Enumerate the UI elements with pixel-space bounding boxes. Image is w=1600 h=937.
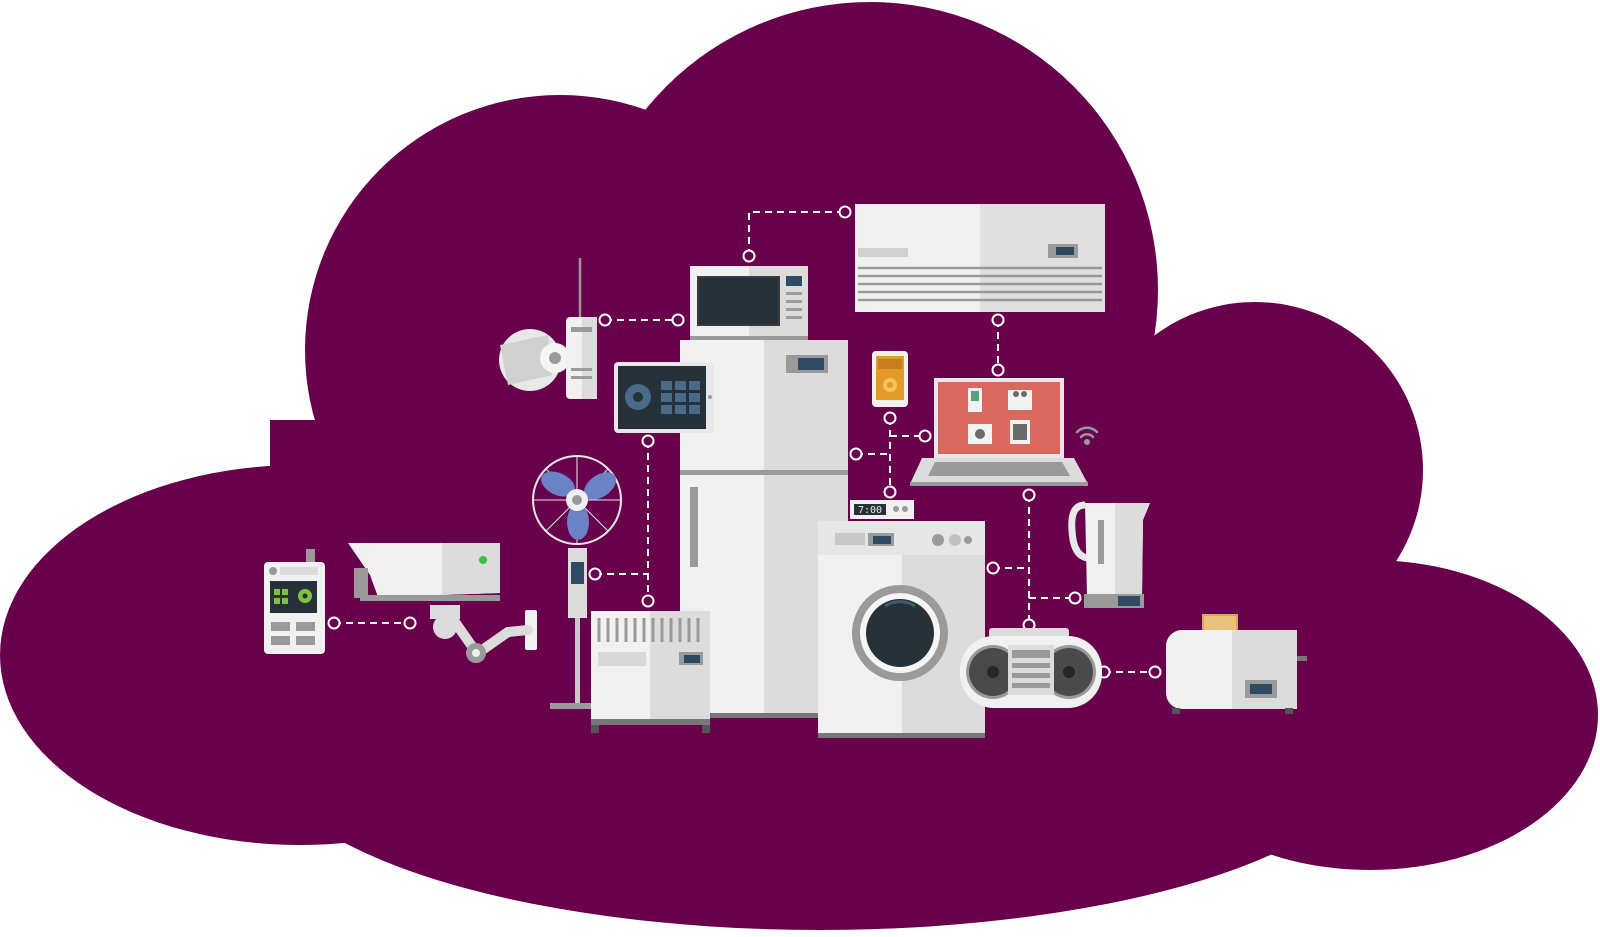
- security-camera-icon: [348, 543, 537, 663]
- fan-icon: [532, 455, 622, 709]
- kettle-icon: [1068, 501, 1150, 608]
- tablet-icon: [614, 362, 714, 433]
- toaster-icon: [1166, 614, 1307, 714]
- boombox-icon: [960, 628, 1102, 708]
- air-conditioner-icon: [855, 204, 1105, 312]
- microwave-icon: [690, 266, 808, 340]
- phone-icon: [499, 258, 597, 399]
- washing-machine-icon: [818, 521, 985, 738]
- heater-icon: [591, 611, 710, 733]
- laptop-icon: [910, 378, 1088, 486]
- wifi-icon: [1075, 426, 1099, 446]
- alarm-clock-icon: 7:00: [850, 500, 914, 519]
- remote-control-icon: [264, 549, 325, 654]
- smartphone-icon: [872, 351, 908, 407]
- clock-display: 7:00: [858, 505, 882, 516]
